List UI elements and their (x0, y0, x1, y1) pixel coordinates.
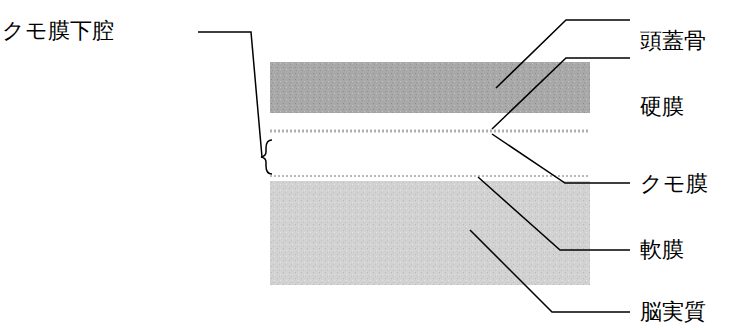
space-label: クモ膜下腔 (2, 18, 114, 44)
leader-line (470, 230, 630, 312)
bone-label: 頭蓋骨 (640, 28, 706, 54)
pia-layer (270, 175, 590, 177)
leader-line (492, 134, 630, 183)
leader-line (492, 58, 630, 129)
membrane-label: 硬膜 (640, 94, 684, 120)
membrane-label: クモ膜 (640, 171, 708, 197)
leader-line (478, 177, 630, 250)
leader-line (198, 32, 262, 157)
tissue-label: 脳実質 (640, 299, 706, 325)
space-bracket (261, 140, 272, 174)
dura-arachnoid-layer (270, 130, 590, 133)
membrane-label: 軟膜 (640, 237, 684, 263)
skull-band (270, 62, 590, 113)
leader-line (496, 20, 630, 88)
